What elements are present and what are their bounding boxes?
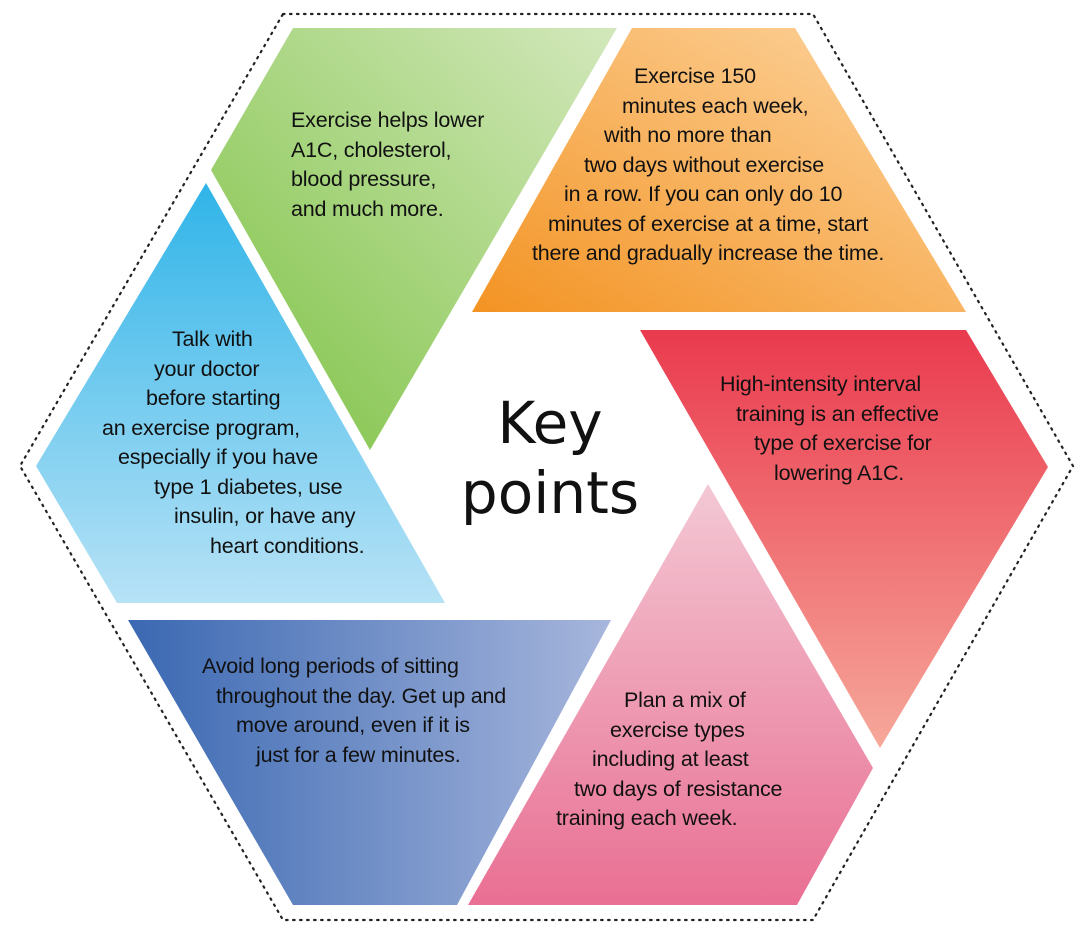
segment-text-line: type of exercise for	[754, 431, 932, 455]
segment-text-line: two days of resistance	[574, 776, 783, 801]
segment-text-blue: Avoid long periods of sitting throughout …	[202, 652, 506, 770]
segment-cyan	[36, 183, 445, 603]
segment-text-line: lowering A1C.	[774, 460, 905, 485]
segment-text-line: in a row. If you can only do 10	[564, 182, 843, 206]
segment-text-line: move around, even if it is	[236, 713, 470, 737]
center-title: Key points	[430, 388, 670, 528]
segment-text-red: High-intensity interval training is an ef…	[720, 370, 939, 488]
segment-text-line: Plan a mix of	[624, 688, 746, 712]
hexagon-dotted-outline	[18, 12, 1075, 922]
segment-text-line: including at least	[592, 747, 749, 771]
segment-green	[211, 28, 617, 450]
segment-text-line: with no more than	[604, 123, 772, 147]
segment-text-line: Exercise 150	[634, 64, 756, 88]
segment-text-line: blood pressure,	[291, 167, 437, 191]
segment-text-line: training is an effective	[736, 401, 939, 426]
segment-text-line: Exercise helps lower	[291, 108, 485, 132]
title-line-1: Key	[497, 389, 603, 457]
segment-text-line: minutes of exercise at a time, start	[548, 211, 869, 236]
segment-text-line: especially if you have	[118, 445, 318, 469]
segment-text-line: just for a few minutes.	[256, 742, 461, 767]
segment-red	[640, 330, 1048, 748]
segment-text-line: an exercise program,	[102, 415, 300, 440]
segment-text-line: Avoid long periods of sitting	[202, 654, 459, 678]
segment-text-pink: Plan a mix of exercise types including at …	[556, 686, 783, 834]
segment-text-line: before starting	[146, 386, 281, 410]
segment-text-line: insulin, or have any	[174, 504, 356, 528]
segment-text-line: throughout the day. Get up and	[216, 683, 507, 708]
segment-text-line: heart conditions.	[210, 533, 365, 558]
segment-pink	[468, 484, 873, 905]
segment-text-line: your doctor	[154, 356, 260, 381]
segment-text-line: two days without exercise	[584, 152, 824, 177]
segment-text-line: A1C, cholesterol,	[291, 137, 452, 162]
segment-text-cyan: Talk with your doctor before starting an ex…	[100, 325, 365, 561]
segment-text-orange: Exercise 150 minutes each week, with no mo…	[532, 62, 884, 269]
segment-text-line: and much more.	[291, 196, 444, 221]
segment-text-line: exercise types	[610, 717, 745, 742]
segment-text-line: minutes each week,	[622, 93, 809, 118]
segment-text-line: training each week.	[556, 806, 738, 830]
segment-orange	[472, 28, 966, 312]
segment-blue	[128, 620, 611, 905]
title-line-2: points	[460, 459, 640, 527]
segment-text-line: there and gradually increase the time.	[532, 241, 885, 265]
segment-text-line: type 1 diabetes, use	[154, 474, 343, 499]
segment-text-line: High-intensity interval	[720, 372, 921, 396]
segment-text-line: Talk with	[172, 327, 253, 351]
